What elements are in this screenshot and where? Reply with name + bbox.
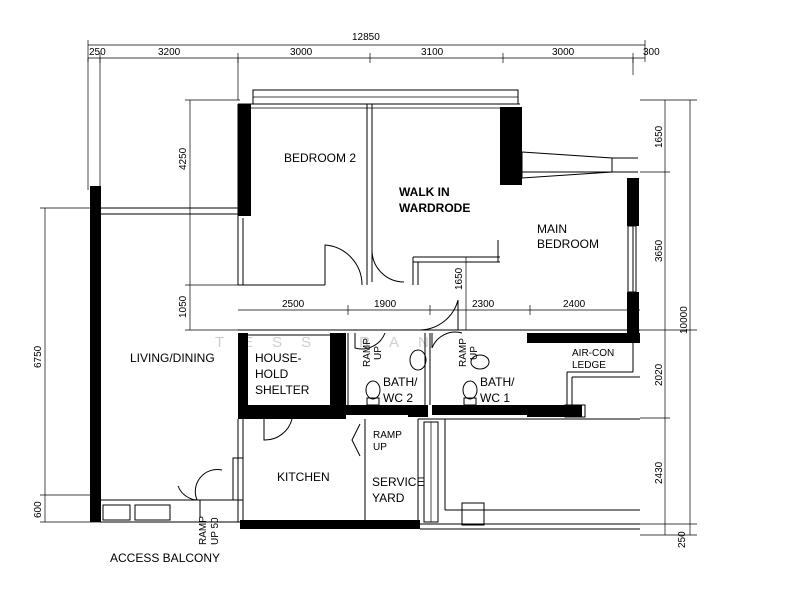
label-service-2: YARD [372,491,405,505]
label-bath1-2: WC 1 [480,391,510,405]
dim-inner-2: 1900 [374,299,397,310]
ramp-bath2-ramp: RAMP [362,338,373,367]
dim-right-4: 2430 [654,461,665,484]
room-labels: BEDROOM 2 WALK IN WARDRODE MAIN BEDROOM … [110,151,614,565]
ramp-bath1-up: UP [469,346,480,360]
dim-inner-3: 2300 [472,299,495,310]
label-bath2-1: BATH/ [383,375,418,389]
dim-top-6: 300 [643,47,660,58]
label-main-bedroom-2: BEDROOM [537,237,599,251]
dim-left-upper-2: 1050 [178,295,189,318]
dim-top-3: 3000 [290,47,313,58]
dim-inner-1: 2500 [282,299,305,310]
dim-top-5: 3000 [552,47,575,58]
dim-right-3: 2020 [654,363,665,386]
ramp-bath2-up: UP [373,346,384,360]
dim-top-1: 250 [89,47,106,58]
ramp-labels: RAMP UP RAMP UP RAMP UP RAMP UP 50 [198,338,480,545]
dim-right-5: 250 [677,531,688,548]
label-aircon-1: AIR-CON [572,348,614,359]
watermark: TESSERAN [215,334,448,351]
label-living-dining: LIVING/DINING [130,351,215,365]
label-walk-in-2: WARDRODE [399,201,470,215]
label-service-1: SERVICE [372,475,424,489]
dim-left-upper-1: 4250 [178,147,189,170]
label-shelter-2: HOLD [255,367,289,381]
label-shelter-3: SHELTER [255,383,310,397]
dim-right-total: 10000 [679,306,690,334]
dim-left-lower-1: 6750 [33,345,44,368]
label-walk-in-1: WALK IN [399,185,450,199]
ramp-bath1-ramp: RAMP [458,338,469,367]
ramp-balcony-up: UP 50 [210,517,221,545]
label-bath1-1: BATH/ [480,375,515,389]
label-main-bedroom-1: MAIN [537,222,567,236]
dim-right-1: 1650 [654,125,665,148]
label-aircon-2: LEDGE [572,360,606,371]
dim-top-2: 3200 [158,47,181,58]
ramp-balcony-ramp: RAMP [198,516,209,545]
label-bedroom-2: BEDROOM 2 [284,151,356,165]
label-bath2-2: WC 2 [383,391,413,405]
dim-right-2: 3650 [654,239,665,262]
walls [90,89,640,530]
dim-inner-4: 2400 [563,299,586,310]
dimension-lines: 12850 250 3200 3000 3100 3000 300 1650 3… [33,32,697,548]
ramp-service-up: UP [373,442,387,453]
dim-left-lower-2: 600 [33,501,44,518]
dim-top-4: 3100 [421,47,444,58]
dim-overall-width: 12850 [352,32,380,43]
dim-inner-vertical: 1650 [454,267,465,290]
label-kitchen: KITCHEN [277,470,330,484]
ramp-service-ramp: RAMP [373,430,402,441]
label-shelter-1: HOUSE- [255,351,302,365]
label-access-balcony: ACCESS BALCONY [110,551,220,565]
